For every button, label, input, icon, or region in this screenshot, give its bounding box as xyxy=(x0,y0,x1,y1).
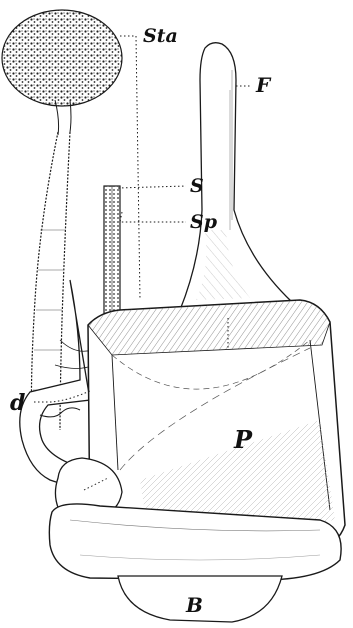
sp-leader xyxy=(120,212,186,222)
s-leader xyxy=(118,186,186,188)
label-d: d xyxy=(10,390,25,416)
style-column xyxy=(104,186,120,326)
sta-leader xyxy=(120,36,140,300)
label-b: B xyxy=(185,593,203,617)
label-f: F xyxy=(255,73,272,97)
label-s: S xyxy=(190,175,204,197)
stamen-head xyxy=(2,10,122,135)
label-p: P xyxy=(233,425,253,454)
label-sp: Sp xyxy=(190,211,218,233)
label-sta: Sta xyxy=(143,25,178,47)
